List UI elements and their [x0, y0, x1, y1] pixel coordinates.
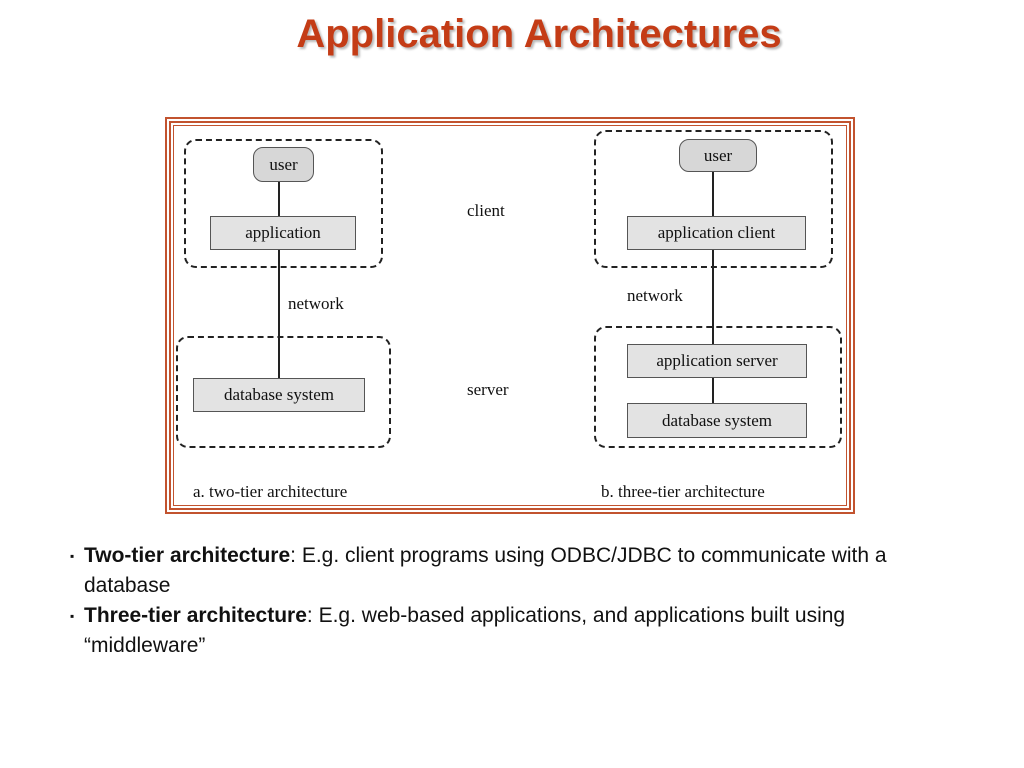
- bullet-marker: ▪: [70, 609, 75, 623]
- two-tier-user-app-link: [278, 182, 280, 216]
- three-tier-database-node: database system: [627, 403, 807, 438]
- two-tier-application-node: application: [210, 216, 356, 250]
- bullet-two-tier: ▪ Two-tier architecture: E.g. client pro…: [70, 541, 950, 601]
- bullet-text: Three-tier architecture: E.g. web-based …: [84, 601, 950, 661]
- three-tier-server-db-link: [712, 378, 714, 403]
- bullet-text: Two-tier architecture: E.g. client progr…: [84, 541, 950, 601]
- figure-frame-inner: [173, 125, 847, 506]
- three-tier-application-server-node: application server: [627, 344, 807, 378]
- two-tier-caption: a. two-tier architecture: [193, 482, 348, 501]
- two-tier-network-label: network: [288, 294, 344, 313]
- two-tier-database-node: database system: [193, 378, 365, 412]
- three-tier-application-client-node: application client: [627, 216, 806, 250]
- three-tier-network-link: [712, 250, 714, 344]
- figure-frame-outer: [165, 117, 855, 514]
- slide-title: Application Architectures: [296, 12, 782, 56]
- three-tier-user-client-link: [712, 172, 714, 216]
- client-label: client: [467, 201, 505, 220]
- three-tier-caption: b. three-tier architecture: [601, 482, 765, 501]
- two-tier-network-link: [278, 250, 280, 378]
- bullet-three-tier: ▪ Three-tier architecture: E.g. web-base…: [70, 601, 950, 661]
- bullet-description: : E.g. client programs using ODBC/JDBC t…: [84, 544, 887, 597]
- bullet-term: Three-tier architecture: [84, 604, 307, 627]
- bullet-marker: ▪: [70, 549, 75, 563]
- server-label: server: [467, 380, 509, 399]
- bullet-list: ▪ Two-tier architecture: E.g. client pro…: [70, 541, 950, 661]
- two-tier-server-group: [176, 336, 391, 448]
- two-tier-user-node: user: [253, 147, 314, 182]
- two-tier-client-group: [184, 139, 383, 268]
- figure-frame-middle: [169, 121, 851, 510]
- bullet-description: : E.g. web-based applications, and appli…: [84, 604, 846, 657]
- three-tier-server-group: [594, 326, 842, 448]
- three-tier-network-label: network: [627, 286, 683, 305]
- bullet-term: Two-tier architecture: [84, 544, 291, 567]
- three-tier-user-node: user: [679, 139, 757, 172]
